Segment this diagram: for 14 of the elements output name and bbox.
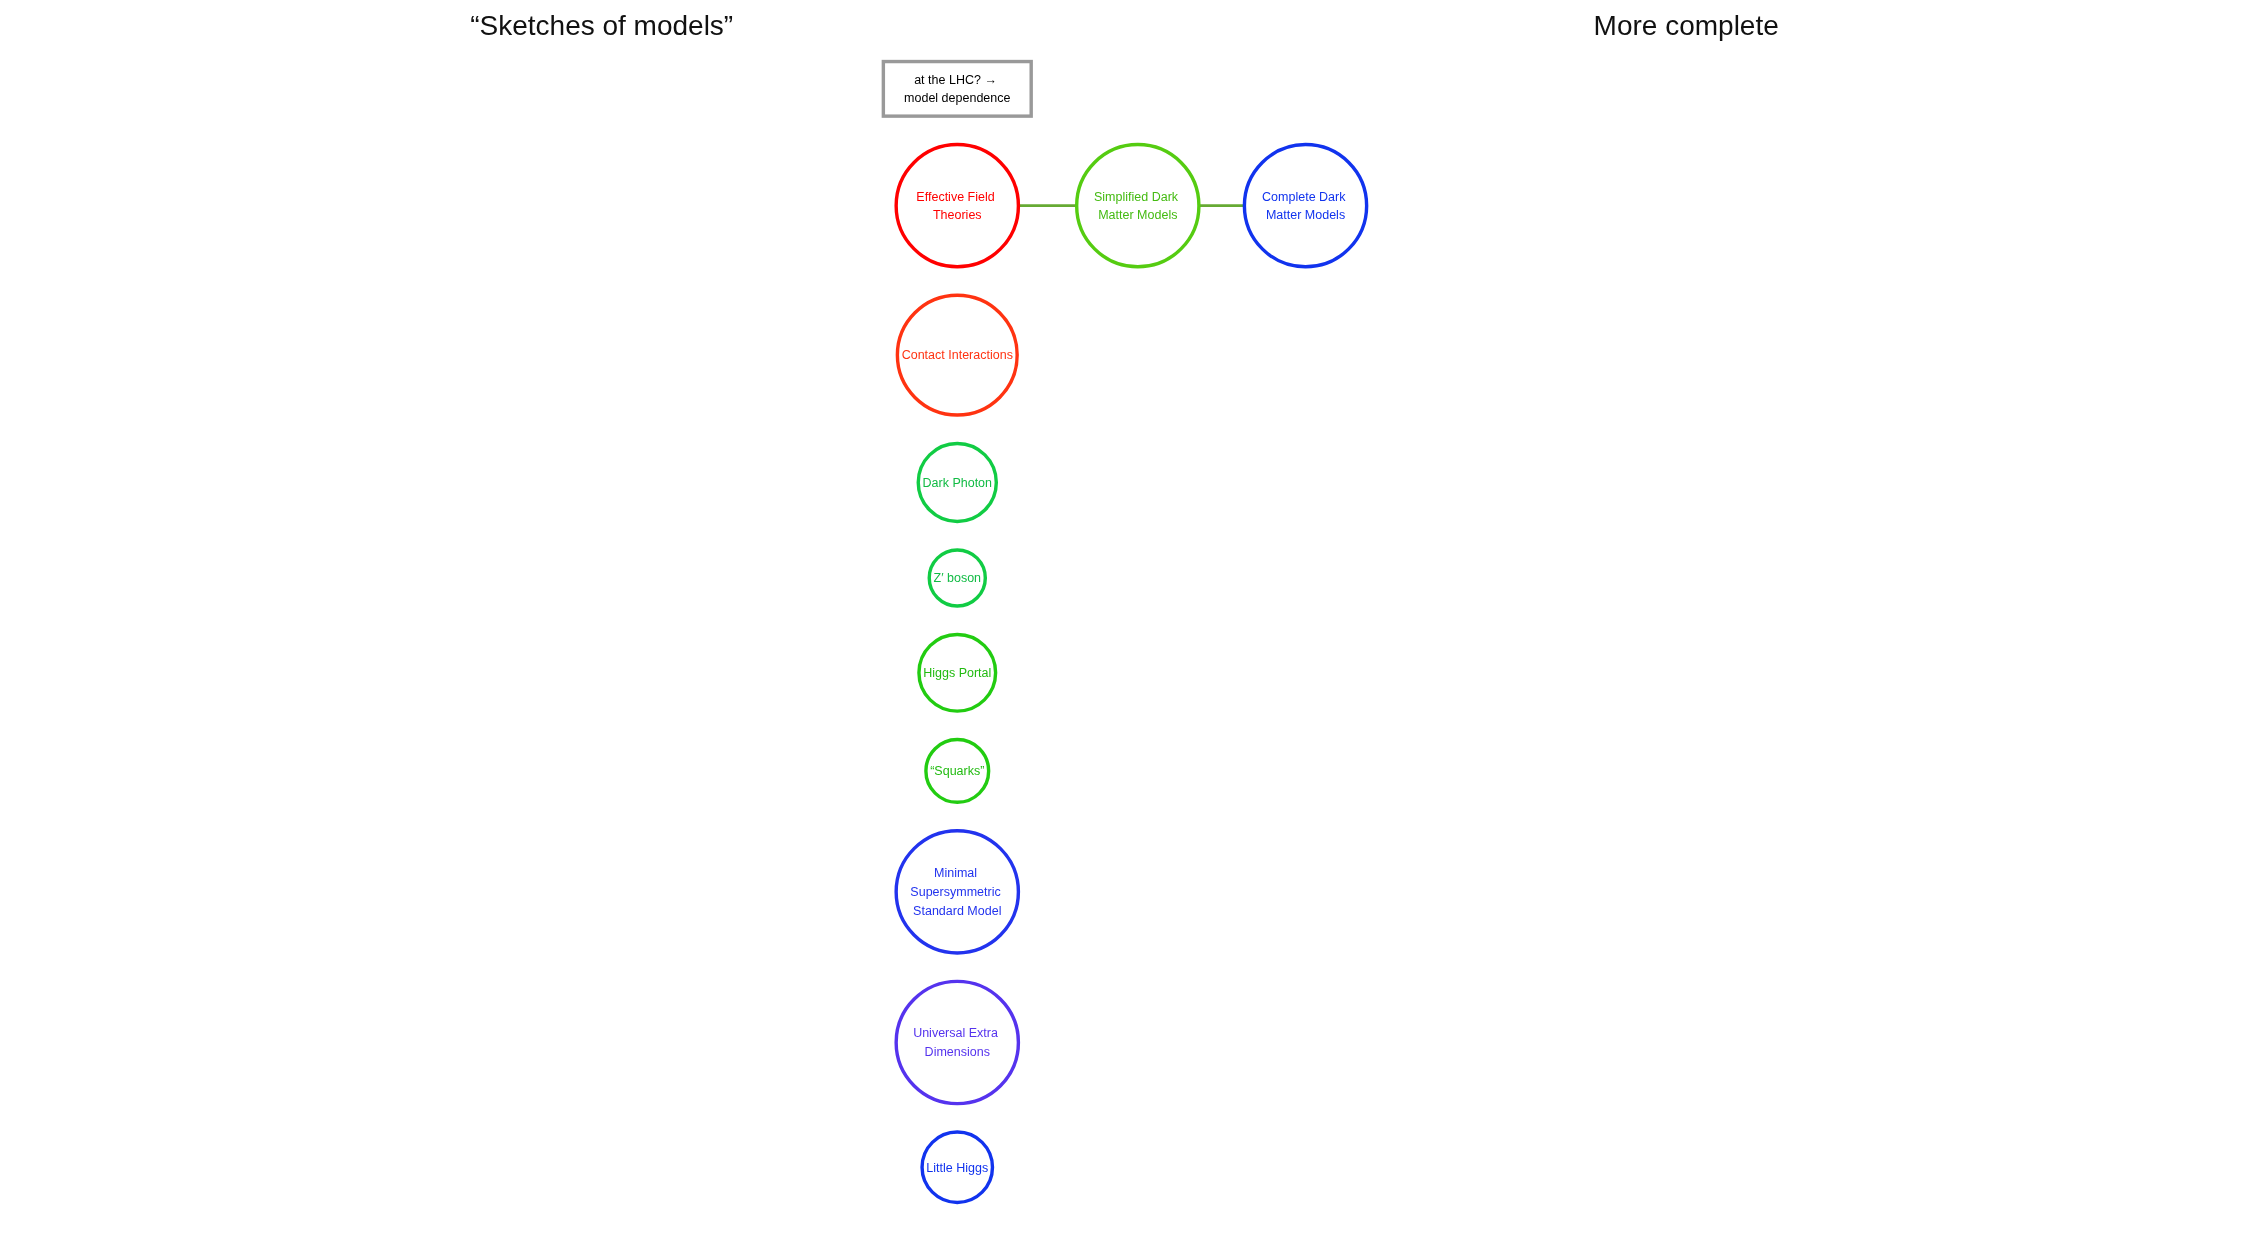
node-circle: Universal Extra Dimensions (893, 979, 1020, 1106)
node-circle: Contact Interactions (895, 293, 1019, 417)
annotation-text: More complete (1593, 10, 1779, 42)
node-circle: Complete Dark Matter Models (1242, 142, 1368, 269)
node-circle: Higgs Portal (916, 632, 997, 713)
node-circle: Simplified Dark Matter Models (1074, 142, 1201, 269)
node-circle: Dark Photon (916, 441, 998, 524)
node-box: at the LHC? → model dependence (881, 59, 1033, 118)
node-circle: Minimal Supersymmetric Standard Model (893, 829, 1020, 955)
node-circle: Little Higgs (919, 1130, 994, 1205)
node-circle: Effective Field Theories (893, 142, 1020, 269)
annotation-text: “Sketches of models” (470, 10, 734, 42)
node-circle: “Squarks” (923, 737, 990, 804)
node-circle: Z′ boson (927, 548, 987, 608)
